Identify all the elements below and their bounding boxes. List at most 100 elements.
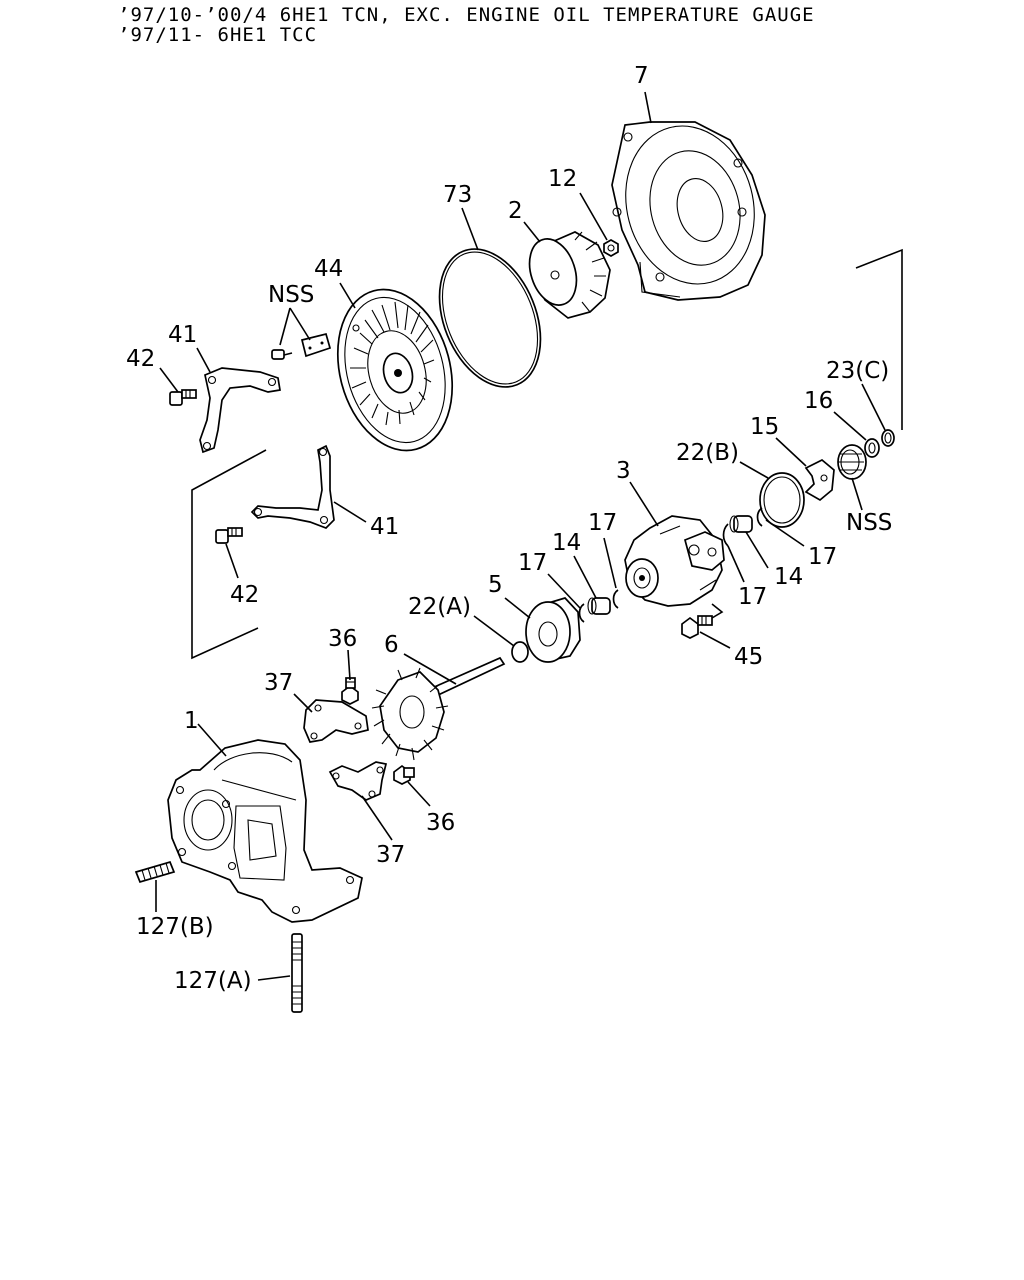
bearing-part-14-right[interactable] — [729, 515, 753, 533]
nss-plate-top[interactable] — [300, 332, 332, 358]
callout-17-c: 17 — [808, 544, 837, 570]
leader-22a — [473, 615, 515, 647]
leader-37-bot — [361, 795, 393, 841]
gasket-part-41-top[interactable] — [199, 367, 281, 454]
callout-15: 15 — [750, 414, 779, 440]
turbine-housing-part-1[interactable] — [167, 739, 363, 923]
nss-seal-right[interactable] — [837, 444, 867, 480]
leader-42-mid — [225, 543, 239, 579]
callout-6: 6 — [384, 632, 399, 658]
leader-127a — [257, 975, 291, 981]
callout-45: 45 — [734, 644, 763, 670]
leader-17-a — [547, 573, 581, 609]
callout-127a: 127(A) — [174, 968, 252, 994]
leader-2 — [523, 221, 541, 243]
leader-45 — [699, 631, 731, 649]
leader-12 — [579, 192, 608, 241]
bolt-part-45[interactable] — [681, 615, 713, 639]
turbine-shaft-part-6[interactable] — [371, 656, 506, 761]
compressor-housing-part-7[interactable] — [608, 111, 771, 301]
leader-nss-top-b — [289, 307, 311, 341]
seal-ring-part-22b[interactable] — [759, 472, 805, 528]
bolt-part-42-mid[interactable] — [215, 527, 243, 544]
callout-3: 3 — [616, 458, 631, 484]
leader-17-c — [765, 519, 805, 547]
callout-17-b: 17 — [588, 510, 617, 536]
callout-nss-top: NSS — [268, 282, 314, 308]
leader-23c — [861, 383, 886, 431]
bearing-part-14-left[interactable] — [587, 597, 611, 615]
insert-part-5[interactable] — [525, 597, 581, 663]
bracket-left — [191, 449, 267, 660]
callout-36-bot: 36 — [426, 810, 455, 836]
stud-part-127a[interactable] — [291, 933, 303, 1013]
callout-44: 44 — [314, 256, 343, 282]
washer-part-16[interactable] — [864, 438, 880, 458]
callout-nss-right: NSS — [846, 510, 892, 536]
leader-3 — [629, 481, 659, 527]
bracket-right — [855, 248, 903, 430]
o-ring-inner-73 — [441, 251, 539, 385]
leader-7 — [644, 91, 652, 124]
callout-36-top: 36 — [328, 626, 357, 652]
callout-73: 73 — [443, 182, 472, 208]
leader-22b — [739, 461, 769, 479]
snap-ring-part-17-a[interactable] — [578, 603, 585, 623]
leader-nss-right — [851, 477, 863, 511]
header-line-1: ’97/10-’00/4 6HE1 TCN, EXC. ENGINE OIL T… — [118, 4, 815, 26]
leader-42-top — [159, 367, 179, 393]
ring-part-23c-inner — [884, 432, 892, 444]
leader-nss-top-a — [279, 307, 291, 346]
compressor-wheel-part-2[interactable] — [522, 231, 611, 319]
back-plate-part-44[interactable] — [321, 277, 470, 464]
callout-12: 12 — [548, 166, 577, 192]
nss-screw-top[interactable] — [271, 349, 293, 360]
seal-ring-part-22a[interactable] — [511, 641, 529, 663]
bearing-housing-part-3[interactable] — [624, 515, 725, 607]
bolt-part-36-top[interactable] — [341, 677, 359, 705]
o-ring-part-73[interactable] — [420, 234, 559, 402]
leader-44 — [339, 282, 356, 309]
callout-16: 16 — [804, 388, 833, 414]
gasket-part-41-mid[interactable] — [250, 444, 335, 529]
callout-42-top: 42 — [126, 346, 155, 372]
callout-22a: 22(A) — [408, 594, 471, 620]
callout-127b: 127(B) — [136, 914, 214, 940]
snap-ring-part-17-d[interactable] — [722, 523, 729, 547]
callout-2: 2 — [508, 198, 523, 224]
callout-14-right: 14 — [774, 564, 803, 590]
seal-ring-part-22b-inner — [763, 476, 801, 524]
callout-17-d: 17 — [738, 584, 767, 610]
leader-41-top — [196, 347, 211, 373]
leader-73 — [461, 207, 479, 251]
snap-ring-part-17-b[interactable] — [612, 589, 619, 609]
callout-37-top: 37 — [264, 670, 293, 696]
leader-5 — [504, 597, 531, 619]
leader-14-left — [573, 555, 597, 599]
callout-14-left: 14 — [552, 530, 581, 556]
callout-22b: 22(B) — [676, 440, 739, 466]
callout-37-bot: 37 — [376, 842, 405, 868]
leader-37-top — [293, 693, 313, 713]
leader-15 — [775, 437, 807, 467]
nut-part-12[interactable] — [603, 239, 619, 257]
bolt-part-36-bot[interactable] — [393, 764, 415, 785]
leader-1 — [197, 723, 227, 757]
leader-17-b — [603, 537, 617, 589]
bolt-part-42-top[interactable] — [169, 389, 197, 406]
lock-plate-part-37-top[interactable] — [303, 699, 369, 743]
arrow-45 — [711, 603, 724, 619]
thrust-plate-part-15[interactable] — [804, 458, 835, 502]
lock-plate-part-37-bot[interactable] — [328, 761, 388, 801]
callout-1: 1 — [184, 708, 199, 734]
washer-part-16-inner — [868, 442, 876, 454]
stud-part-127b[interactable] — [134, 860, 176, 884]
callout-42-mid: 42 — [230, 582, 259, 608]
ring-part-23c[interactable] — [881, 429, 895, 447]
leader-16 — [833, 411, 867, 441]
callout-17-a: 17 — [518, 550, 547, 576]
leader-14-right — [745, 531, 769, 569]
snap-ring-part-17-c[interactable] — [756, 507, 763, 527]
callout-7: 7 — [634, 63, 649, 89]
